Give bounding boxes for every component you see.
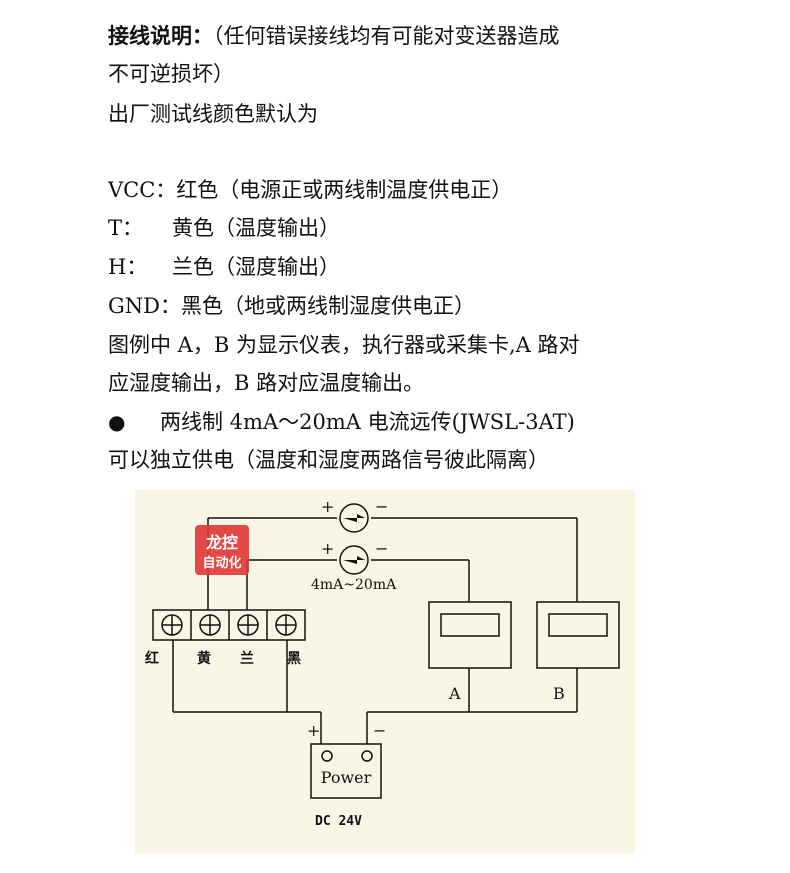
terminal-label-red: 红 — [145, 650, 159, 667]
logo-subtext: 自动化 — [202, 555, 241, 571]
terminal-label-blue: 兰 — [240, 650, 254, 667]
arrow-icon — [343, 556, 365, 564]
wire-t: T： 黄色（温度输出） — [108, 214, 648, 242]
wiring-diagram: 龙控 自动化 + − + − 4mA~20mA 红 黄 兰 黑 A B + − … — [135, 490, 635, 853]
bullet-heading: 两线制 4mA～20mA 电流远传(JWSL-3AT) — [160, 410, 575, 434]
legend-line-2: 应湿度输出，B 路对应温度输出。 — [108, 371, 425, 395]
bullet-icon: ● — [108, 410, 126, 434]
power-terminal-icon — [321, 750, 333, 762]
legend-line-1: 图例中 A，B 为显示仪表，执行器或采集卡,A 路对 — [108, 333, 580, 357]
supply-voltage-label: DC 24V — [315, 814, 362, 829]
meter-b-box — [536, 601, 620, 669]
title-line: 接线说明：（任何错误接线均有可能对变送器造成 — [108, 22, 648, 50]
factory-note: 出厂测试线颜色默认为 — [108, 102, 318, 126]
meter-a-label: A — [448, 684, 461, 703]
terminal-label-black: 黑 — [287, 651, 301, 667]
wire-desc: 黄色（温度输出） — [172, 216, 340, 240]
wire-label: H： — [108, 255, 148, 279]
wire-label: T： — [108, 216, 144, 240]
power-minus-sign: − — [373, 721, 386, 740]
minus-sign: − — [375, 539, 388, 558]
arrow-icon — [343, 514, 365, 522]
power-supply-box — [310, 743, 382, 799]
wire-label: VCC： — [108, 178, 177, 202]
meter-b-display — [548, 613, 608, 637]
brand-logo: 龙控 自动化 — [195, 525, 249, 575]
meter-a-box — [428, 601, 512, 669]
power-terminal-icon — [361, 750, 373, 762]
current-range-label: 4mA~20mA — [311, 577, 397, 593]
wire-label: GND： — [108, 294, 181, 318]
isolation-note: 可以独立供电（温度和湿度两路信号彼此隔离） — [108, 448, 549, 472]
wire-gnd: GND：黑色（地或两线制湿度供电正） — [108, 292, 648, 320]
terminal-label-yellow: 黄 — [197, 650, 211, 667]
plus-sign: + — [321, 539, 334, 558]
wire-vcc: VCC：红色（电源正或两线制温度供电正） — [108, 176, 648, 204]
wire-desc: 黑色（地或两线制湿度供电正） — [181, 294, 475, 318]
current-source-icon — [339, 545, 369, 575]
meter-b-label: B — [553, 684, 565, 703]
wire-h: H： 兰色（湿度输出） — [108, 253, 648, 281]
wire-desc: 兰色（湿度输出） — [172, 255, 340, 279]
warning-text-cont: 不可逆损坏） — [108, 62, 234, 86]
section-title: 接线说明： — [108, 23, 213, 48]
minus-sign: − — [375, 497, 388, 516]
current-source-icon — [339, 503, 369, 533]
logo-text: 龙控 — [205, 533, 238, 552]
warning-text: （任何错误接线均有可能对变送器造成 — [213, 24, 560, 48]
wire-desc: 红色（电源正或两线制温度供电正） — [176, 178, 513, 202]
power-label: Power — [321, 768, 372, 787]
power-plus-sign: + — [307, 721, 320, 740]
meter-a-display — [440, 613, 500, 637]
plus-sign: + — [321, 497, 334, 516]
